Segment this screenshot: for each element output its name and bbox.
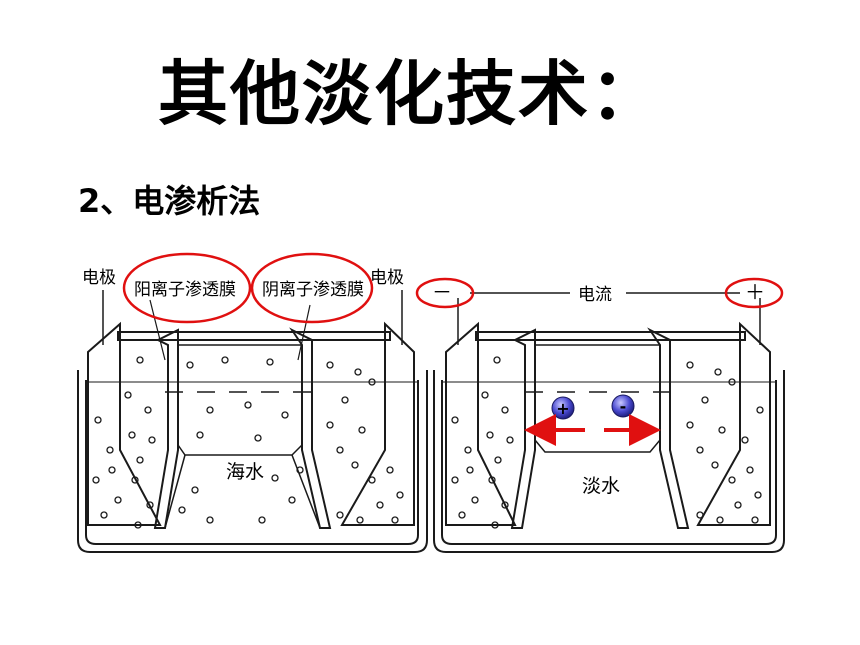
left-electrode-plate (87, 321, 162, 526)
svg-text:+: + (556, 399, 569, 418)
anion-ion: - (611, 394, 635, 418)
anion-membrane-highlight (250, 252, 374, 324)
positive-terminal-label: ＋ (745, 280, 765, 304)
right-anode-plate (696, 321, 771, 526)
left-cell (77, 290, 428, 553)
right-cathode-plate (445, 321, 517, 526)
right-electrode-plate (340, 321, 415, 526)
cation-membrane-highlight (122, 252, 252, 324)
cation-membrane-left (153, 328, 179, 529)
cation-ion: + (551, 396, 575, 420)
cation-membrane-label: 阳离子渗透膜 (134, 280, 236, 300)
right-particles (451, 356, 764, 529)
right-cell (433, 292, 785, 553)
slide-subtitle: 2、电渗析法 (78, 182, 261, 220)
left-electrode-label: 电极 (82, 268, 116, 288)
svg-text:-: - (620, 397, 627, 416)
negative-terminal-highlight (415, 277, 475, 309)
right-water-label: 淡水 (582, 475, 620, 497)
positive-terminal-highlight (724, 277, 784, 309)
left-particles (92, 356, 404, 529)
right-tank-outer (433, 370, 785, 553)
negative-terminal-label: － (432, 280, 452, 304)
left-water-label: 海水 (226, 461, 264, 483)
current-label: 电流 (578, 285, 612, 305)
anion-membrane-label: 阴离子渗透膜 (262, 280, 364, 300)
slide-title: 其他淡化技术： (158, 53, 662, 135)
left-top-frame (117, 331, 391, 341)
right-electrode-label: 电极 (370, 268, 404, 288)
left-tank-outer (77, 370, 428, 553)
left-tank-inner (85, 380, 419, 545)
left-central-chamber (177, 344, 303, 456)
right-tank-inner (441, 380, 777, 545)
